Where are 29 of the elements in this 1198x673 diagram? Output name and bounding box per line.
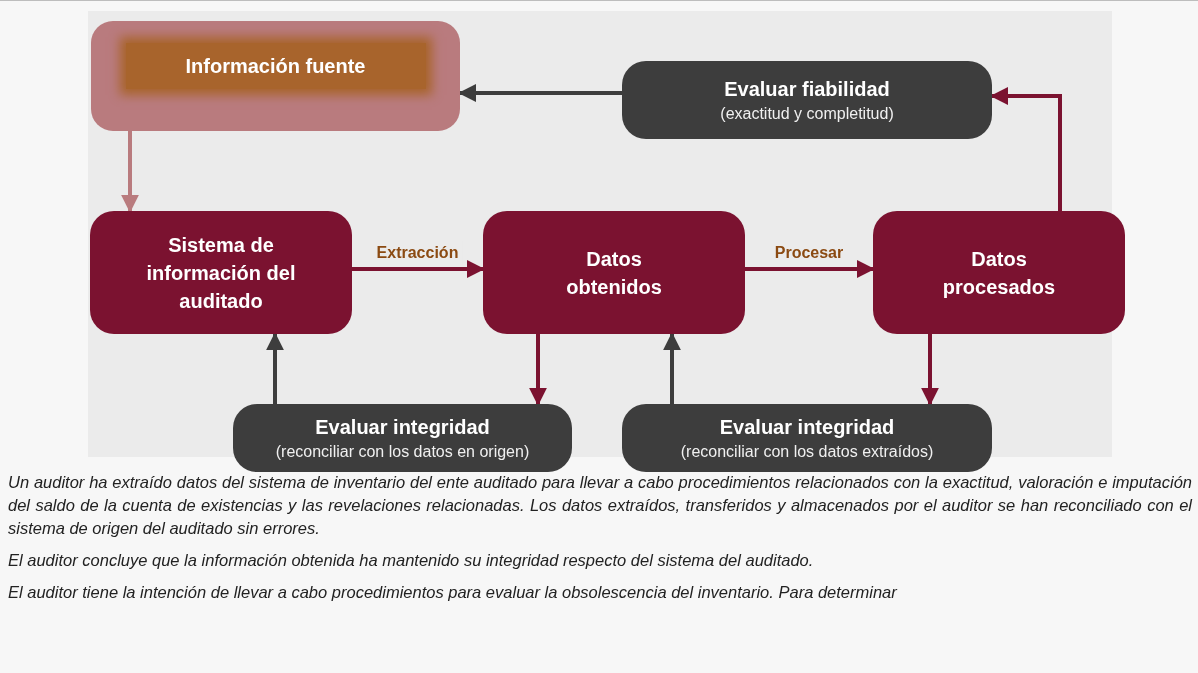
source-box <box>91 21 460 131</box>
process-box <box>873 211 1125 334</box>
node-title: Evaluar fiabilidad <box>724 77 890 102</box>
node-title: Evaluar integridad <box>719 415 895 440</box>
arrow <box>990 87 1062 211</box>
evaluation-box <box>233 404 572 472</box>
arrow <box>921 334 939 406</box>
arrow <box>529 334 547 406</box>
process-box <box>90 211 352 334</box>
arrow <box>352 260 485 278</box>
node-subtitle: (reconciliar con los datos en origen) <box>275 442 530 462</box>
arrow <box>121 131 139 213</box>
arrow <box>458 84 622 102</box>
process-box <box>483 211 745 334</box>
node-title: Datos obtenidos <box>565 246 663 300</box>
node-subtitle: (exactitud y completitud) <box>720 104 894 124</box>
evaluation-box <box>622 61 992 139</box>
paragraph: El auditor tiene la intención de llevar a cabo procedimientos para evaluar la obsolescencia del inventario. Para determinar <box>8 582 899 603</box>
paragraph: Un auditor ha extraído datos del sistema de inventario del ente auditado para llevar a cabo procedimientos relacionados con la exactitud, valoración e imputación del saldo de la cuenta de existencias y las revelaciones relacionadas. Los datos extraídos, transferidos y almacenados por el auditor se han reconciliado con el sistema de origen del auditado sin errores. <box>8 472 1192 539</box>
arrow <box>663 332 681 404</box>
node-title: Datos procesados <box>941 246 1057 300</box>
node-subtitle: (reconciliar con los datos extraídos) <box>680 442 934 462</box>
arrow <box>745 260 875 278</box>
arrow <box>266 332 284 404</box>
node-title: Sistema de información del auditado <box>146 232 296 314</box>
node-label: Información fuente <box>125 43 426 89</box>
paragraph: El auditor concluye que la información obtenida ha mantenido su integridad respecto del sistema del auditado. <box>8 550 815 571</box>
evaluation-box <box>622 404 992 472</box>
node-title: Evaluar integridad <box>315 415 490 440</box>
